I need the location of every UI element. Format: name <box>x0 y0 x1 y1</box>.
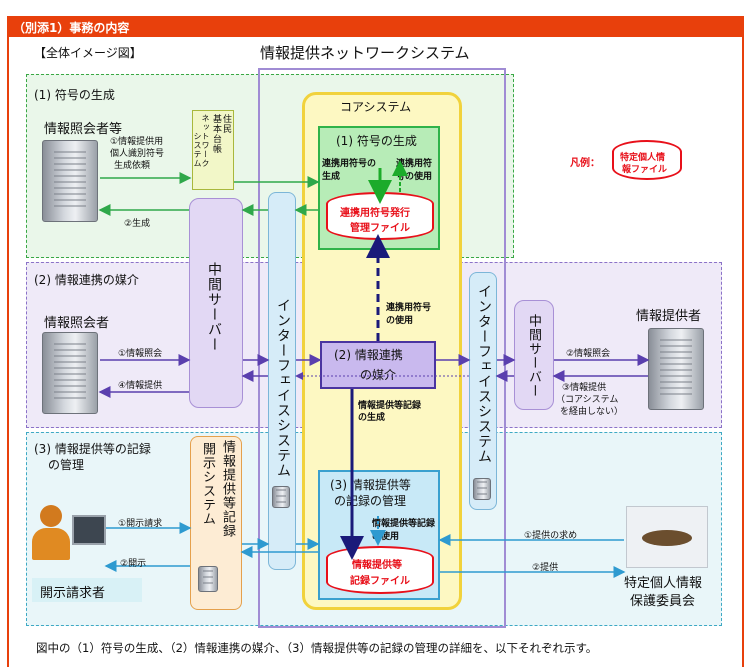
section-3-title-line2: の管理 <box>48 458 85 472</box>
legend-file-icon <box>612 140 682 180</box>
arrow-label-b1: ①情報照会 <box>118 349 163 359</box>
committee-table-icon <box>642 530 692 546</box>
interface-left-label: インターフェイスシステム <box>275 298 291 478</box>
arrow-label-c2: ②情報照会 <box>566 349 611 359</box>
juki-net-col3: ネットワーク <box>201 114 210 168</box>
disclosure-label-bg <box>32 578 142 602</box>
arrow-label-e1: ①提供の求め <box>524 531 578 541</box>
core-system-title: コアシステム <box>340 100 412 114</box>
monitor-icon <box>72 515 106 545</box>
arrow-label-rec-gen-l2: の生成 <box>358 413 386 423</box>
arrow-label-a1-l3: 生成依頼 <box>114 161 151 171</box>
disclosure-requester-label: 開示請求者 <box>40 586 106 601</box>
section-3-title: (3) 情報提供等の記録 <box>34 442 151 456</box>
arrow-label-a1-l2: 個人識別符号 <box>110 149 165 159</box>
box3-file-line2: 記録ファイル <box>350 576 410 587</box>
committee-label-line1: 特定個人情報 <box>624 576 703 591</box>
requester-top-server-icon <box>42 140 98 222</box>
box1-gen-label: 連携用符号の生成 <box>322 159 377 182</box>
interface-right-server-icon <box>473 478 491 500</box>
middle-server-left <box>189 198 243 408</box>
requester-mid-server-icon <box>42 332 98 414</box>
arrow-label-a1-l1: ①情報提供用 <box>110 137 164 147</box>
disclosure-system-label: 開示システム <box>200 442 215 526</box>
arrow-label-c3-l1: ③情報提供 <box>562 383 607 393</box>
footer-note: 図中の（1）符号の生成、（2）情報連携の媒介、（3）情報提供等の記録の管理の詳細… <box>36 641 598 655</box>
interface-left-server-icon <box>272 486 290 508</box>
interface-right-label: インターフェイスシステム <box>476 284 492 464</box>
legend-file-line1: 特定個人情 <box>620 153 666 163</box>
person-body-icon <box>32 528 70 560</box>
system-title: 情報提供ネットワークシステム <box>260 44 470 62</box>
legend-label: 凡例： <box>570 158 600 169</box>
arrow-label-d2: ②開示 <box>120 559 147 569</box>
box2-title-line1: (2) 情報連携 <box>334 348 403 362</box>
requester-mid-label: 情報照会者 <box>44 316 110 331</box>
header-bar: （別添1）事務の内容 <box>7 16 744 37</box>
provider-label: 情報提供者 <box>636 309 702 324</box>
arrow-label-a2: ②生成 <box>124 219 151 229</box>
record-system-label: 情報提供等記録 <box>220 440 235 538</box>
juki-net-col4: システム <box>193 132 202 168</box>
juki-net-col1: 住民 <box>221 114 231 134</box>
requester-top-label: 情報照会者等 <box>44 122 123 137</box>
arrow-label-c3-l2: （コアシステム <box>556 395 619 405</box>
arrow-label-e2: ②提供 <box>532 563 559 573</box>
arrow-label-link-use-l2: の使用 <box>386 316 414 326</box>
committee-label-line2: 保護委員会 <box>630 594 696 609</box>
middle-server-right-label: 中間サーバー <box>526 314 541 398</box>
juki-net-col2: 基本台帳 <box>211 114 221 154</box>
box1-file-line2: 管理ファイル <box>350 223 410 234</box>
disclosure-server-icon <box>198 566 218 592</box>
arrow-label-rec-gen-l1: 情報提供等記録 <box>358 401 422 411</box>
arrow-label-c3-l3: を経由しない） <box>560 407 624 417</box>
arrow-label-link-use-l1: 連携用符号 <box>386 303 432 313</box>
box2-title-line2: の媒介 <box>360 368 397 382</box>
box3-title-line1: (3) 情報提供等 <box>330 478 411 492</box>
juki-net-box <box>192 110 234 190</box>
person-head-icon <box>40 505 62 527</box>
arrow-label-b4: ④情報提供 <box>118 381 163 391</box>
overview-label: 【全体イメージ図】 <box>34 46 142 60</box>
box3-file-line1: 情報提供等 <box>352 560 402 571</box>
network-system-outline <box>258 68 506 628</box>
legend-file-line2: 報ファイル <box>622 165 668 175</box>
section-2-title: (2) 情報連携の媒介 <box>34 273 139 287</box>
provider-server-icon <box>648 328 704 410</box>
box1-use-label: 連携用符号の使用 <box>396 159 433 182</box>
box1-file-line1: 連携用符号発行 <box>340 208 410 219</box>
middle-server-left-label: 中間サーバー <box>206 262 222 352</box>
interface-system-right <box>469 272 497 510</box>
section-1-title: (1) 符号の生成 <box>34 88 115 102</box>
arrow-label-d1: ①開示請求 <box>118 519 163 529</box>
box1-title: (1) 符号の生成 <box>336 134 417 148</box>
